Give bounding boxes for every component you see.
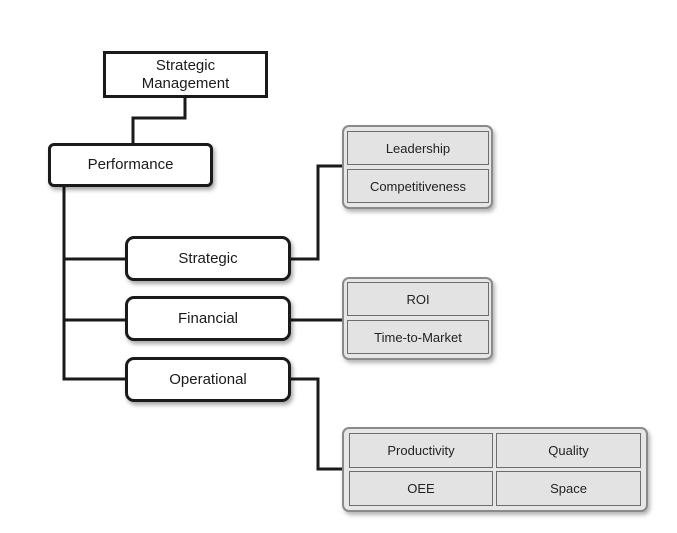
strategic-label: Strategic [178, 249, 238, 267]
metric-space: Space [496, 471, 641, 506]
strategic-management-label: Strategic Management [141, 56, 230, 92]
metric-roi: ROI [347, 282, 489, 316]
connector-root-performance [131, 94, 187, 147]
performance-node: Performance [48, 143, 213, 187]
connector-performance-trunk [62, 184, 130, 381]
metric-quality: Quality [496, 433, 641, 468]
performance-label: Performance [87, 156, 174, 173]
strategic-metrics-group: Leadership Competitiveness [342, 125, 493, 209]
metric-oee: OEE [349, 471, 493, 506]
connector-operational-group [288, 377, 347, 471]
connector-strategic-group [288, 164, 347, 261]
metric-competitiveness: Competitiveness [347, 169, 489, 203]
financial-label: Financial [177, 309, 239, 327]
operational-metrics-group: Productivity Quality OEE Space [342, 427, 648, 512]
operational-node: Operational [125, 357, 291, 402]
strategic-node: Strategic [125, 236, 291, 281]
metric-time-to-market: Time-to-Market [347, 320, 489, 354]
metric-leadership: Leadership [347, 131, 489, 165]
financial-metrics-group: ROI Time-to-Market [342, 277, 493, 360]
financial-node: Financial [125, 296, 291, 341]
metric-productivity: Productivity [349, 433, 493, 468]
operational-label: Operational [169, 370, 247, 388]
strategic-management-node: Strategic Management [103, 51, 268, 98]
